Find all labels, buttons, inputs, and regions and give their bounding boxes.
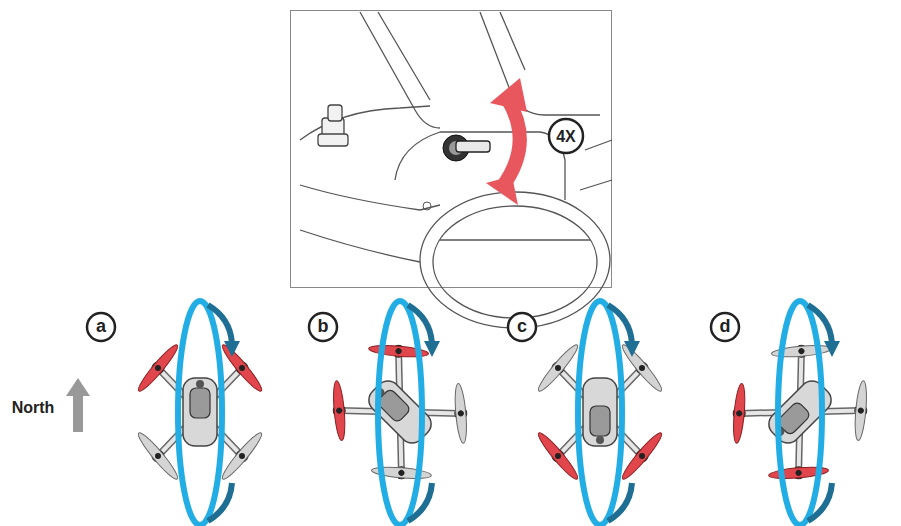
step-letter: a <box>96 317 106 335</box>
direction-label: North <box>12 400 55 416</box>
repeat-count: 4X <box>556 129 576 145</box>
step-letter: c <box>517 317 527 335</box>
step-letter: d <box>720 317 731 335</box>
step-letter: b <box>318 317 329 335</box>
